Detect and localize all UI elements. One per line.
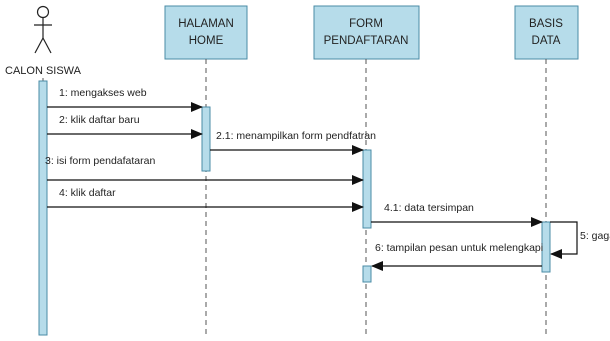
lifeline-head-form-pendaftaran: FORM PENDAFTARAN	[313, 5, 420, 60]
message-5-self: 5: gagal	[550, 221, 610, 259]
lifeline-title-line-2: PENDAFTARAN	[324, 35, 409, 47]
message-2: 2: klik daftar baru	[47, 114, 203, 139]
lifeline-box	[164, 5, 248, 60]
message-2-1: 2.1: menampilkan form pendfatran	[210, 130, 376, 155]
message-6: 6: tampilan pesan untuk melengkapi	[371, 242, 543, 271]
activation-bar-form-pendaftaran	[362, 149, 372, 229]
lifeline-title-line-1: FORM	[349, 18, 383, 30]
message-label: 5: gagal	[580, 230, 610, 242]
lifeline-box	[313, 5, 420, 60]
message-4: 4: klik daftar	[47, 187, 364, 212]
message-label: 4.1: data tersimpan	[384, 202, 474, 214]
lifeline-title-line-2: DATA	[532, 35, 561, 47]
activation-bar-halaman-home	[201, 106, 211, 172]
lifeline-title-line-1: BASIS	[529, 18, 563, 30]
message-1: 1: mengakses web	[47, 87, 203, 112]
lifeline-title-line-1: HALAMAN	[178, 18, 234, 30]
message-label: 1: mengakses web	[59, 87, 147, 99]
lifeline-head-basis-data: BASIS DATA	[514, 5, 579, 60]
activation-bar-basis-data	[541, 221, 551, 273]
message-label: 4: klik daftar	[59, 187, 116, 199]
lifeline-head-halaman-home: HALAMAN HOME	[164, 5, 248, 60]
actor-label: CALON SISWA	[5, 65, 82, 77]
lifeline-title-line-2: HOME	[189, 35, 224, 47]
actor-calon-siswa: CALON SISWA	[5, 5, 82, 77]
message-3: 3: isi form pendafataran	[45, 155, 364, 185]
lifeline-box	[514, 5, 579, 60]
message-4-1: 4.1: data tersimpan	[371, 202, 543, 227]
message-label: 6: tampilan pesan untuk melengkapi	[375, 242, 543, 254]
stick-figure-icon	[34, 5, 52, 54]
activation-bar-form-pendaftaran-2	[362, 265, 372, 283]
message-label: 2.1: menampilkan form pendfatran	[216, 130, 376, 142]
activation-bar-calon-siswa	[38, 80, 48, 336]
message-label: 3: isi form pendafataran	[45, 155, 155, 167]
message-arrow	[550, 221, 578, 259]
message-label: 2: klik daftar baru	[59, 114, 140, 126]
